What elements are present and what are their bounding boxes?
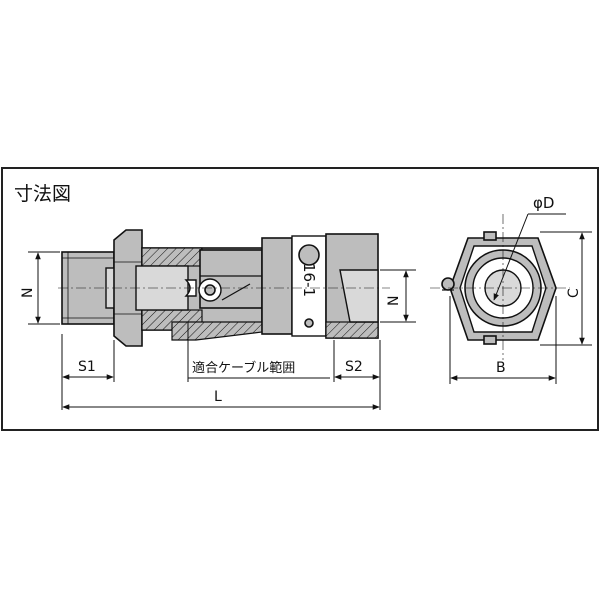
side-view: 16-1	[58, 229, 390, 347]
dimension-s2	[333, 340, 381, 410]
label-s2: S2	[345, 359, 363, 375]
label-n-right: N	[386, 296, 402, 306]
drawing-title: 寸法図	[14, 183, 71, 205]
lower-joint	[171, 321, 263, 341]
socket-hatch	[325, 321, 379, 339]
lug-top	[483, 231, 497, 241]
label-cable-range: 適合ケーブル範囲	[192, 360, 295, 376]
label-l: L	[214, 389, 222, 405]
dimension-phi-d	[493, 213, 566, 301]
hex-nut-left	[113, 229, 143, 347]
label-s1: S1	[78, 359, 96, 375]
dimension-c	[540, 231, 592, 346]
lug-bottom	[483, 335, 497, 345]
end-view	[430, 214, 570, 360]
dimension-s1	[61, 334, 115, 410]
dimension-n-right	[380, 269, 416, 323]
section-hatch-top	[141, 247, 203, 267]
dimension-cable-range	[187, 322, 330, 382]
coupling-collar	[261, 237, 293, 335]
socket-bore	[339, 269, 379, 323]
dimension-b	[449, 296, 557, 384]
label-n-left: N	[20, 288, 36, 298]
label-b: B	[496, 360, 506, 376]
marking-knob	[298, 244, 320, 266]
marking-pin	[304, 318, 314, 328]
label-c: C	[566, 288, 582, 298]
dimension-n-left	[28, 251, 60, 325]
label-phi-d: φD	[533, 194, 554, 212]
marking-text: 16-1	[300, 263, 318, 297]
screw-head	[204, 284, 216, 296]
